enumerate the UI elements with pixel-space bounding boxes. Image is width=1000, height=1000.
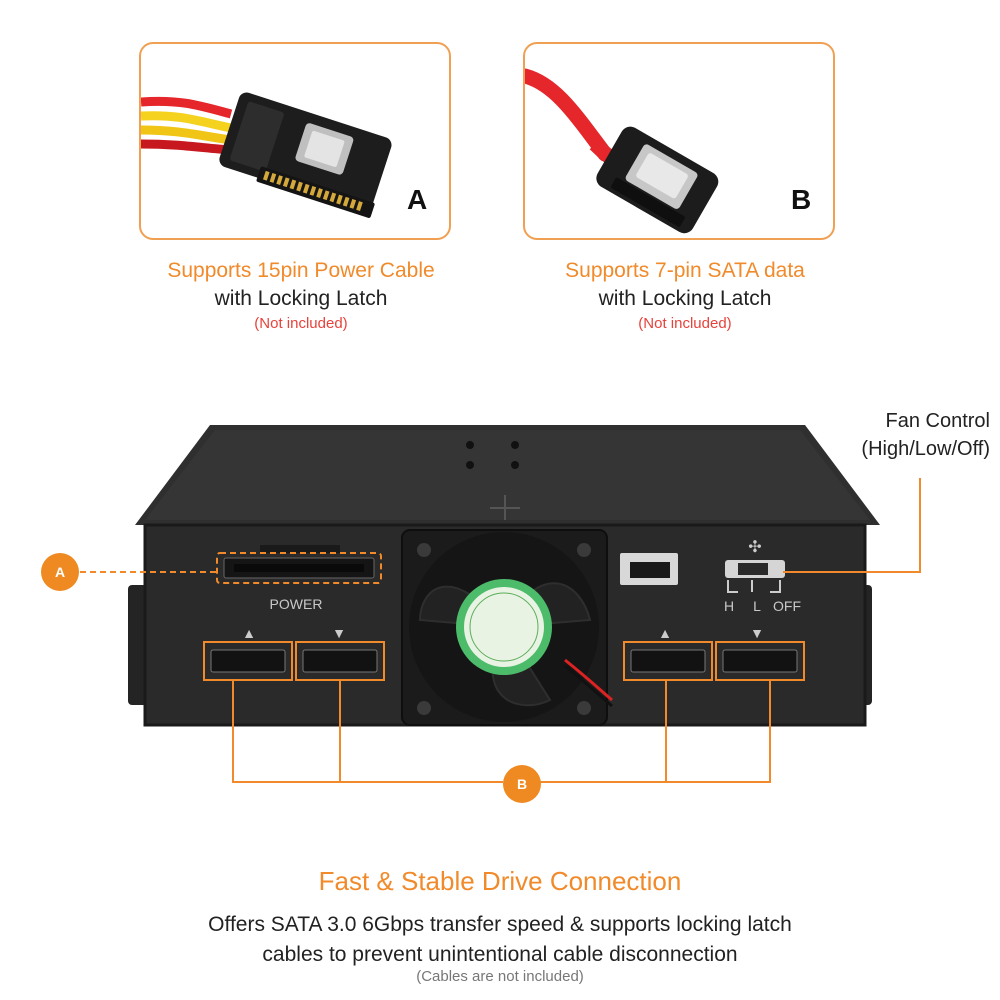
switch-label-high: H — [724, 598, 734, 614]
footer-title: Fast & Stable Drive Connection — [318, 866, 682, 896]
callout-badge-b: B — [503, 765, 541, 803]
fan-control-line2: (High/Low/Off) — [861, 438, 990, 460]
svg-text:▼: ▼ — [332, 625, 346, 641]
svg-text:▲: ▲ — [658, 625, 672, 641]
footer-desc-line1: Offers SATA 3.0 6Gbps transfer speed & s… — [208, 913, 792, 936]
panel-b-note: (Not included) — [638, 314, 732, 332]
panel-b-caption-line2: with Locking Latch — [598, 287, 772, 311]
panel-b-caption: Supports 7-pin SATA data with Locking La… — [504, 257, 866, 334]
switch-label-low: L — [753, 598, 761, 614]
sata-cable-illustration — [525, 68, 719, 234]
callout-badge-a: A — [41, 553, 79, 591]
footer-description: Offers SATA 3.0 6Gbps transfer speed & s… — [0, 910, 1000, 971]
panel-a-note: (Not included) — [254, 314, 348, 332]
panel-b-box: B — [523, 42, 835, 240]
footer-desc-line2: cables to prevent unintentional cable di… — [262, 943, 738, 967]
switch-label-off: OFF — [773, 598, 801, 614]
power-port-label: POWER — [270, 596, 323, 612]
panel-b-caption-line1: Supports 7-pin SATA data — [565, 259, 805, 282]
panel-a-box: A — [139, 42, 451, 240]
svg-text:▲: ▲ — [242, 625, 256, 641]
panel-a-letter: A — [407, 184, 428, 215]
power-cable-illustration — [141, 92, 392, 218]
panel-a-caption: Supports 15pin Power Cable with Locking … — [120, 257, 482, 334]
panel-b-letter: B — [791, 184, 812, 215]
svg-text:▼: ▼ — [750, 625, 764, 641]
svg-text:✣: ✣ — [748, 539, 761, 556]
footer-note: (Cables are not included) — [416, 968, 584, 985]
panel-a-caption-line2: with Locking Latch — [214, 287, 388, 311]
panel-a-caption-line1: Supports 15pin Power Cable — [167, 259, 435, 282]
fan-control-line1: Fan Control — [885, 410, 991, 432]
fan-control-label: Fan Control (High/Low/Off) — [790, 407, 990, 463]
